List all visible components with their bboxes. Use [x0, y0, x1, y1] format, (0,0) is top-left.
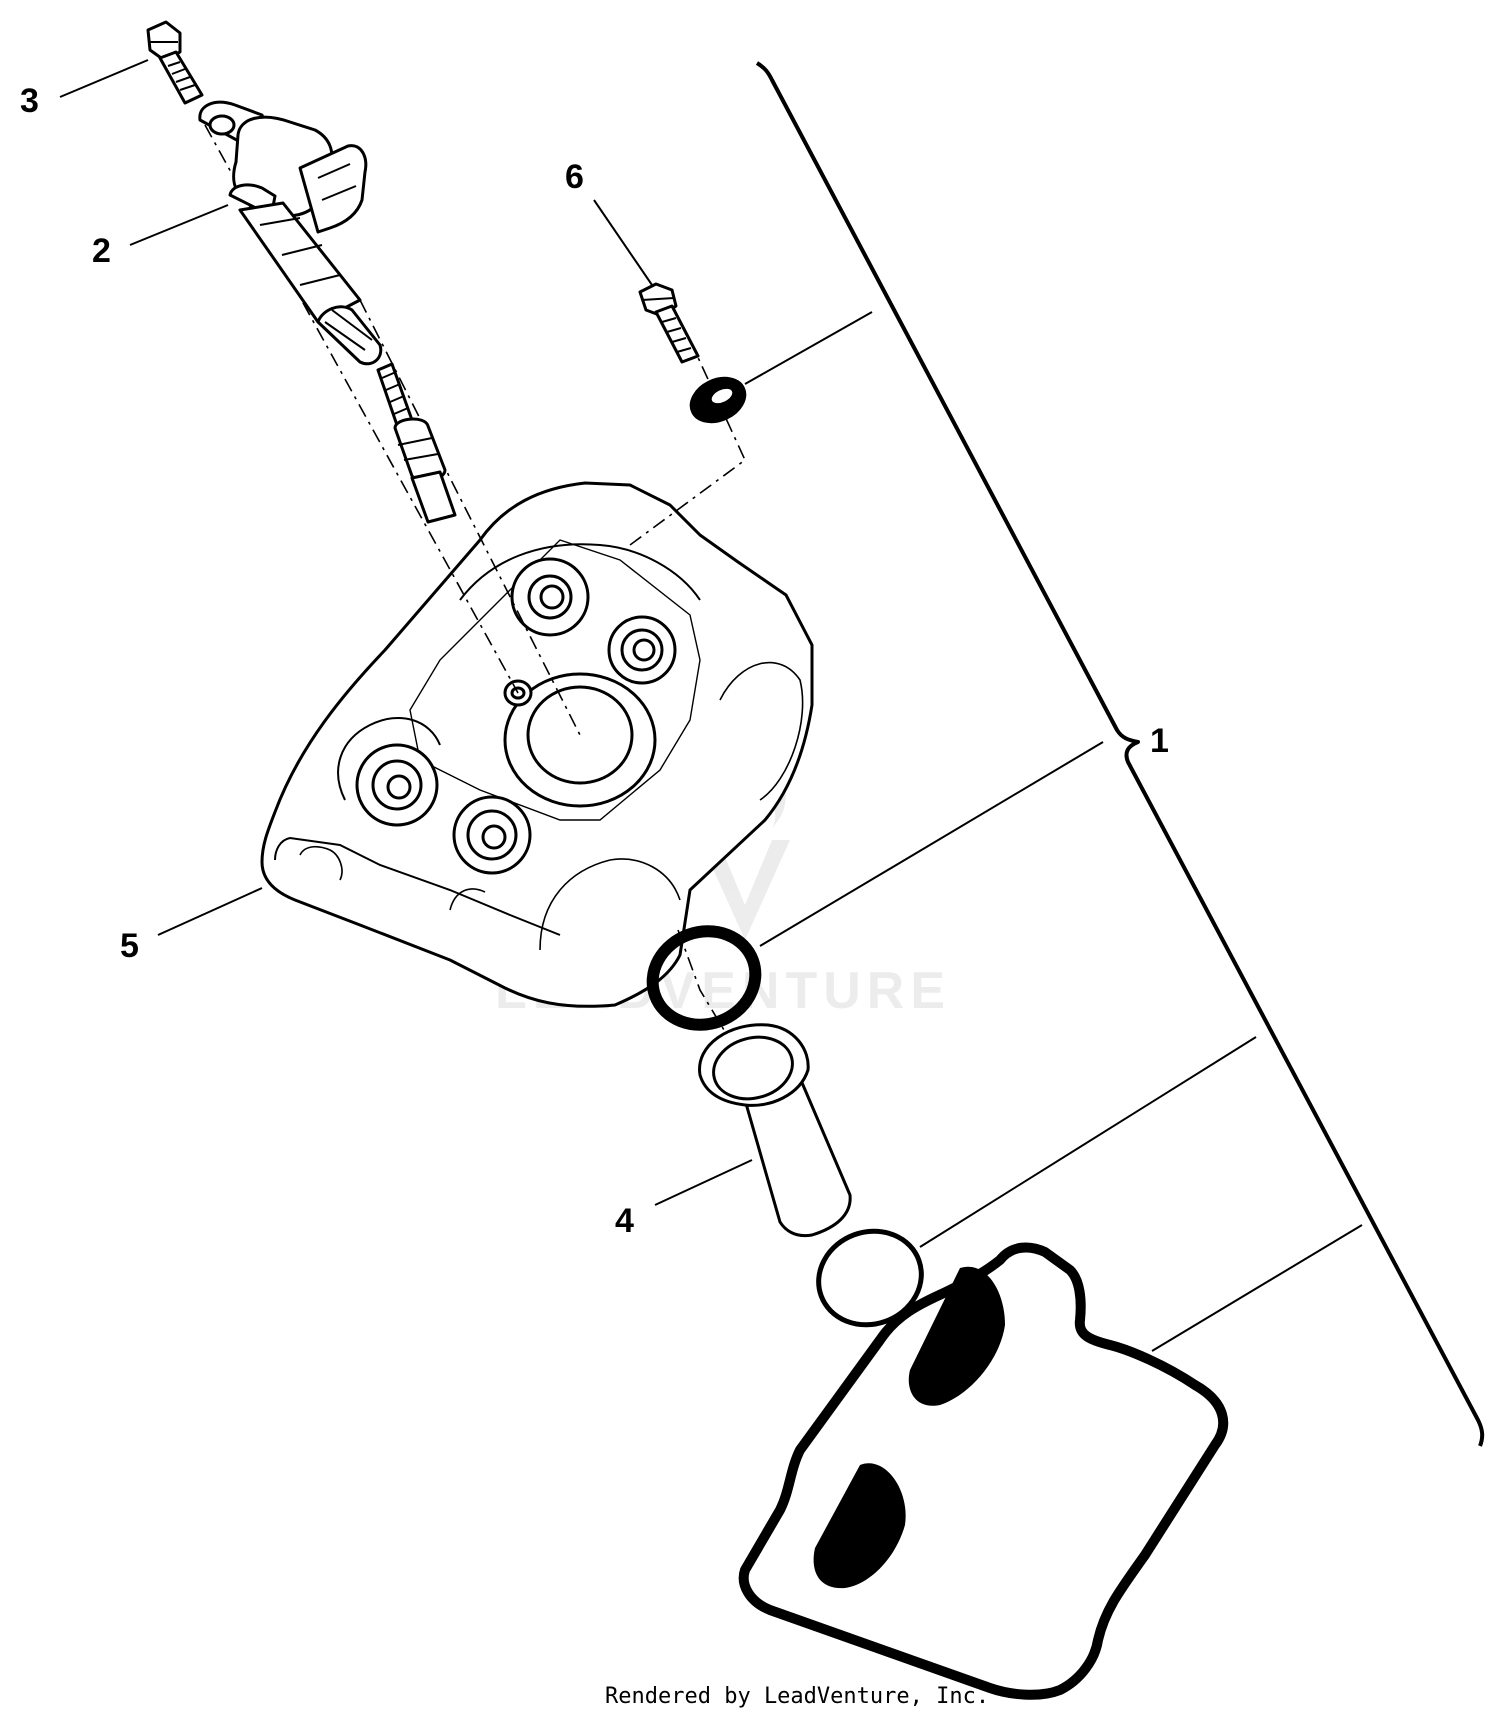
sensor-2 [198, 100, 383, 366]
washer-small [689, 376, 747, 424]
leader-3 [59, 59, 149, 98]
spark-plug [376, 362, 457, 524]
spark-plug-tube-4 [698, 1023, 852, 1238]
leader-4 [654, 1159, 753, 1206]
callout-6: 6 [565, 158, 584, 196]
callout-3: 3 [20, 82, 39, 120]
leader-1-oring-small [744, 311, 873, 385]
bolt-3 [146, 20, 204, 105]
oring-small [816, 1228, 924, 1328]
leader-1-seal-large [759, 741, 1104, 947]
seal-ring-large [646, 925, 762, 1031]
centerline-tube [677, 929, 731, 1041]
footer-credit: Rendered by LeadVenture, Inc. [605, 1684, 989, 1709]
callout-1: 1 [1150, 722, 1169, 760]
leader-5 [157, 887, 263, 936]
leader-1-gasket [1151, 1224, 1363, 1352]
valve-cover [260, 481, 814, 1008]
callout-4: 4 [615, 1202, 634, 1240]
leader-2 [129, 204, 229, 246]
callout-5: 5 [120, 927, 139, 965]
leader-6 [593, 199, 653, 286]
assembly-bracket [755, 61, 1485, 1447]
leader-1-oring-bottom [919, 1036, 1257, 1248]
centerline-plug [359, 299, 581, 736]
callout-2: 2 [92, 232, 111, 270]
bolt-6 [638, 282, 700, 364]
cover-gasket [738, 1242, 1229, 1700]
